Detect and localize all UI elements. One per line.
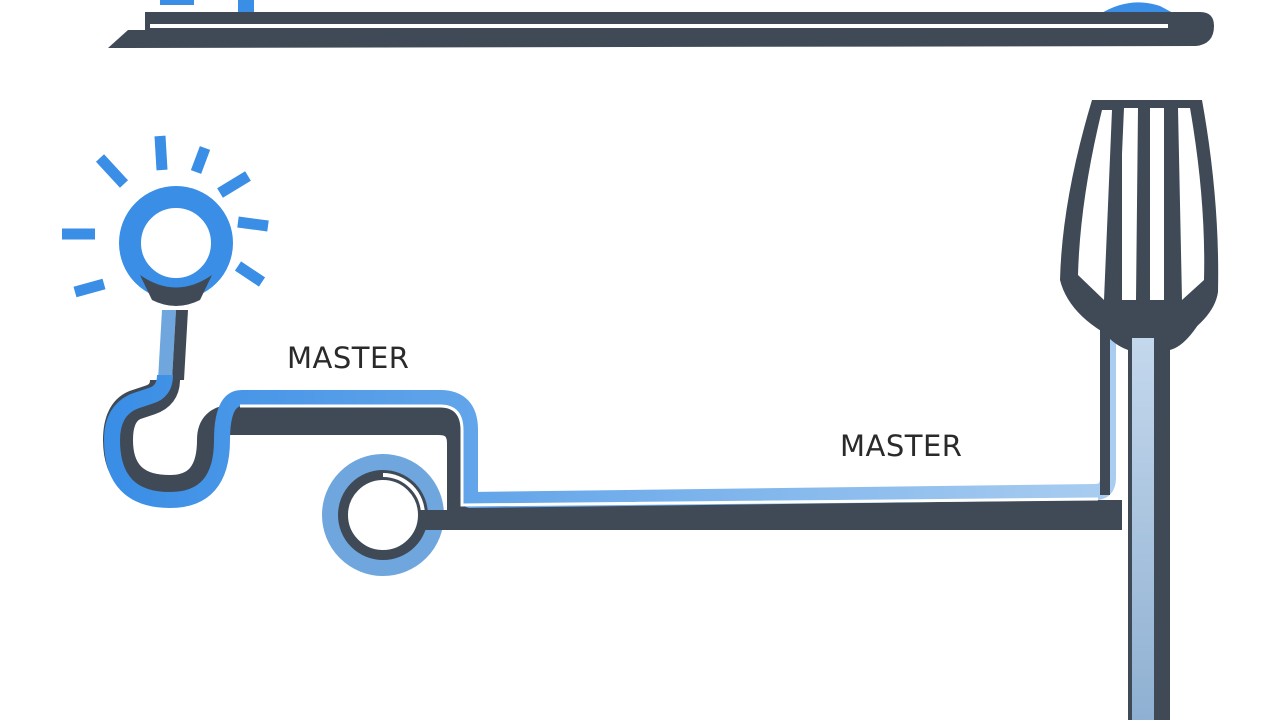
shelf-highlight <box>150 24 1168 28</box>
bulb-rays <box>62 135 269 298</box>
shelf-blue-post <box>238 0 254 14</box>
fork-icon <box>1060 100 1219 720</box>
shelf-bar <box>108 12 1214 48</box>
lightbulb-icon <box>62 135 269 380</box>
shelf-blue-corner <box>1100 2 1175 14</box>
label-master-left: MASTER <box>287 341 409 375</box>
winding-path <box>103 330 1122 576</box>
top-shelf <box>108 0 1214 48</box>
label-master-right: MASTER <box>840 429 962 463</box>
shelf-blue-tab <box>160 0 194 5</box>
